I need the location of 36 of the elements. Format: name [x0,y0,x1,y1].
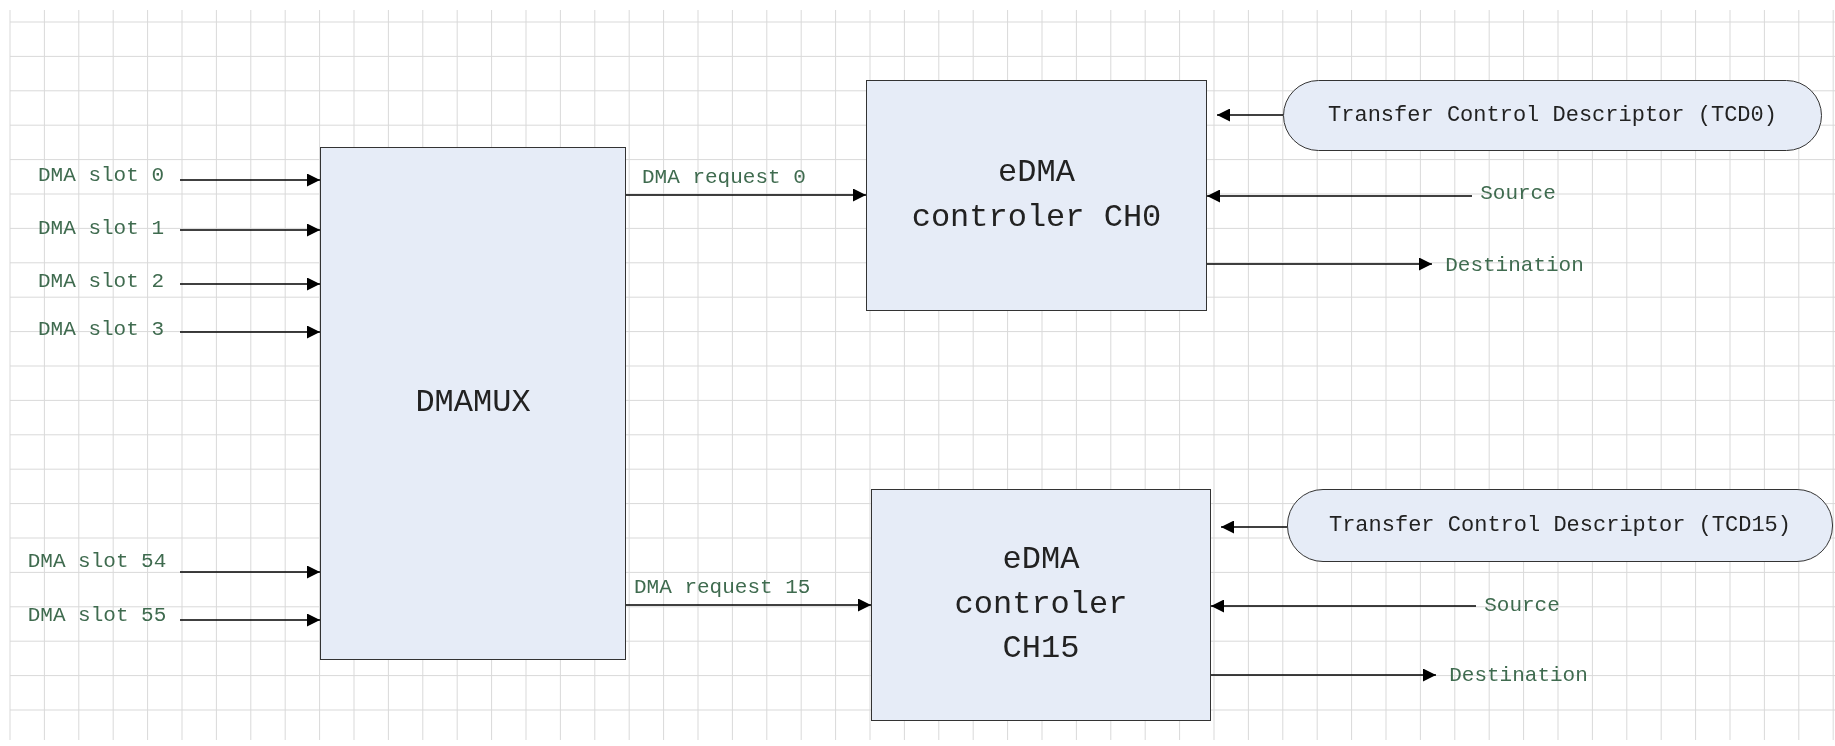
box-label: eDMA controler CH0 [911,152,1162,238]
arrow [179,325,321,339]
box-label: eDMA controler CH15 [953,539,1129,670]
signal-label: Source [1476,588,1568,622]
process-box [320,147,626,660]
arrow [179,173,321,187]
edge-label: DMA request 0 [642,166,806,189]
box-label: Transfer Control Descriptor (TCD0) [1328,103,1777,128]
signal-label: DMA slot 3 [22,312,180,346]
arrow [1206,257,1433,271]
signal-label: Destination [1436,658,1601,692]
signal-label: DMA slot 54 [14,544,180,578]
signal-label: DMA slot 1 [22,211,180,245]
terminator-shape [1287,489,1833,562]
arrow [625,598,872,612]
signal-label: DMA slot 55 [14,598,180,632]
arrow [179,613,321,627]
arrow [179,565,321,579]
signal-label: Source [1472,176,1564,210]
signal-label: DMA slot 2 [22,264,180,298]
box-label: DMAMUX [415,383,531,424]
edge-label: DMA request 15 [634,576,811,599]
process-box [871,489,1211,721]
terminator-shape [1283,80,1822,151]
signal-label: DMA slot 0 [22,158,180,192]
arrow [1216,108,1284,122]
arrow [1210,668,1437,682]
box-label: Transfer Control Descriptor (TCD15) [1328,513,1792,538]
arrow [179,223,321,237]
arrow [1210,599,1477,613]
arrow [1220,520,1288,534]
arrow [179,277,321,291]
signal-label: Destination [1432,248,1597,282]
arrow [625,188,867,202]
process-box [866,80,1207,311]
arrow [1206,189,1473,203]
